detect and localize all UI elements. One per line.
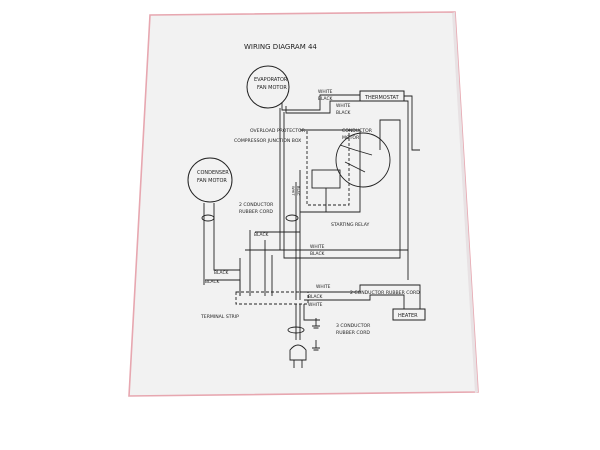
wire-label-black-1: BLACK (318, 96, 333, 102)
cord-3-label-1: 3 CONDUCTOR (336, 323, 371, 329)
wire-label-white-4: WHITE (316, 284, 331, 290)
condenser-label-1: CONDENSER (197, 170, 229, 176)
heater-label: HEATER (398, 313, 418, 319)
cord-2-upper-label-1: 2 CONDUCTOR (239, 202, 274, 208)
wire-label-white-short: WHIT (291, 186, 295, 196)
wire-label-black-6: BLACK (205, 279, 220, 285)
evaporator-label-1: EVAPORATOR (254, 77, 288, 83)
wire-label-white-2: WHITE (336, 103, 351, 109)
cord-3-label-2: RUBBER CORD (336, 330, 370, 336)
paper-shadow-edge (452, 12, 478, 393)
cord-2-upper-label-2: RUBBER CORD (239, 209, 273, 215)
compressor-motor-label-1: CONDUCTOR (342, 128, 373, 134)
condenser-fan-motor: CONDENSER FAN MOTOR (187, 157, 233, 203)
wire-label-black-2: BLACK (336, 110, 351, 116)
overload-protector-label: OVERLOAD PROTECTOR (250, 128, 306, 134)
wire-label-black-7: BLACK (308, 294, 323, 300)
compressor-junction-box-label: COMPRESSOR JUNCTION BOX (234, 138, 301, 144)
wire-label-white-3: WHITE (310, 244, 325, 250)
terminal-strip-label: TERMINAL STRIP (200, 314, 239, 320)
wire-color-labels: WHITE BLACK WHITE BLACK BLACK WHITE BLAC… (205, 89, 351, 308)
heater: HEATER (392, 308, 426, 321)
compressor-motor-label-2: MOTOR (342, 135, 360, 141)
thermostat-label: THERMOSTAT (364, 95, 400, 101)
wire-label-black-4: BLACK (310, 251, 325, 257)
wire-label-black-3: BLACK (254, 232, 269, 238)
wire-label-black-5: BLACK (214, 270, 229, 276)
compressor-motor (335, 132, 391, 188)
cord-2-right-label: 2 CONDUCTOR RUBBER CORD (350, 290, 420, 296)
wires (201, 94, 421, 368)
terminal-strip (235, 291, 309, 305)
wire-label-black-short: BLAC (296, 186, 300, 196)
wire-label-white-1: WHITE (318, 89, 333, 95)
wire-label-white-5: WHITE (308, 302, 323, 308)
diagram-title: WIRING DIAGRAM 44 (244, 43, 317, 51)
evaporator-fan-motor: EVAPORATOR FAN MOTOR (246, 65, 290, 109)
compressor-junction-box (306, 129, 350, 206)
condenser-label-2: FAN MOTOR (197, 178, 227, 184)
paper-sheet (128, 11, 479, 397)
evaporator-label-2: FAN MOTOR (257, 85, 287, 91)
starting-relay-label: STARTING RELAY (331, 222, 370, 228)
